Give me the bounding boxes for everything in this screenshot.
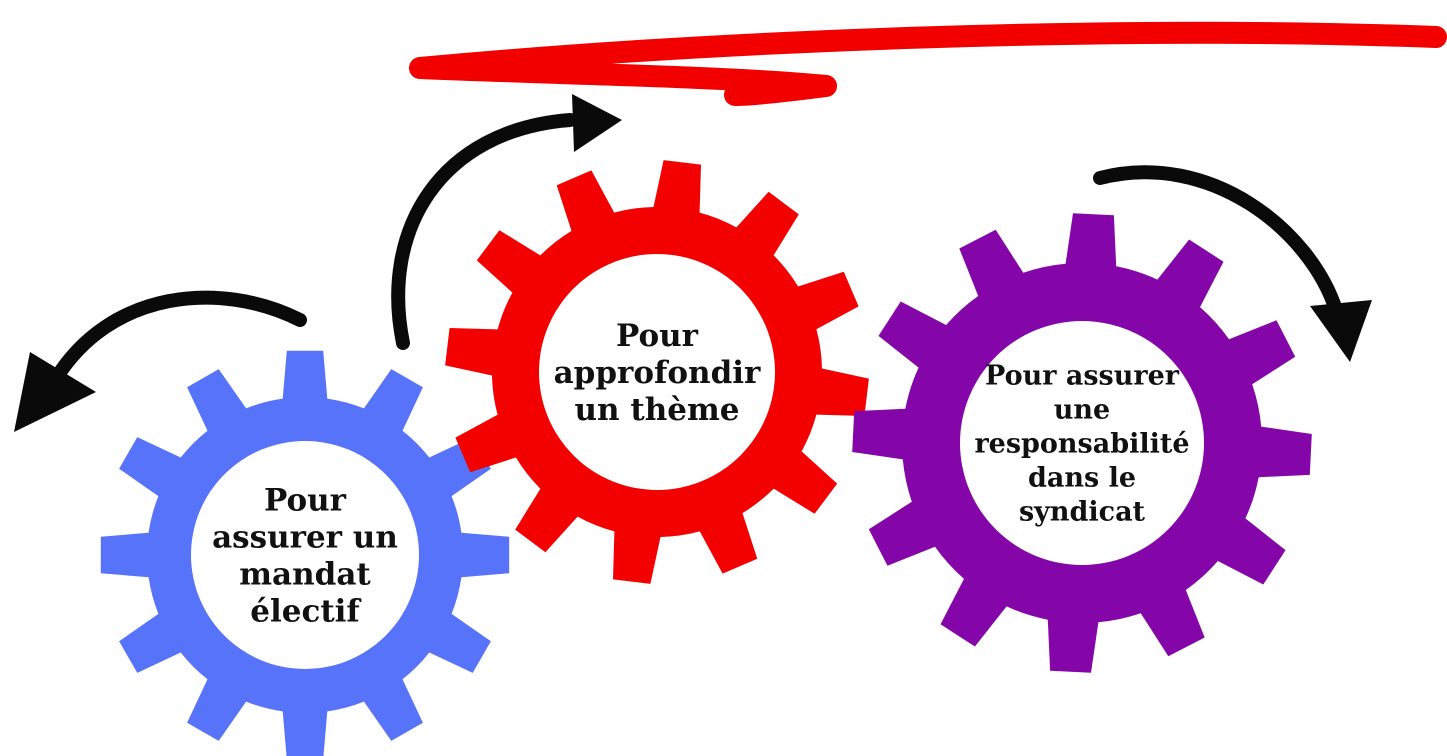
red-scribble-stroke [409,21,1447,106]
gear-responsabilite-label-line: responsabilité [974,428,1189,459]
left-curved-arrow-icon [14,290,307,432]
gear-responsabilite-label-line: dans le [1028,462,1136,493]
gear-responsabilite-label-line: Pour assurer [985,360,1180,391]
gear-theme-label-line: un thème [575,392,740,428]
gear-mandat-hole [191,441,419,669]
right-curved-arrow-icon [1093,165,1372,362]
gear-responsabilite-hole [960,321,1204,565]
gear-mandat-label-line: électif [250,593,361,629]
gear-mandat-label-line: assurer un [212,519,398,555]
gear-responsabilite-label-line: syndicat [1019,497,1146,528]
gear-mandat-label-line: Pour [264,482,347,518]
gear-theme-hole [539,254,775,490]
gear-responsabilite-label-line: une [1054,394,1110,425]
gear-theme-label-line: Pour [616,318,699,354]
gear-theme-label-line: approfondir [554,355,761,391]
middle-curved-arrow-icon [391,94,622,350]
gear-mandat-label-line: mandat [239,556,371,592]
